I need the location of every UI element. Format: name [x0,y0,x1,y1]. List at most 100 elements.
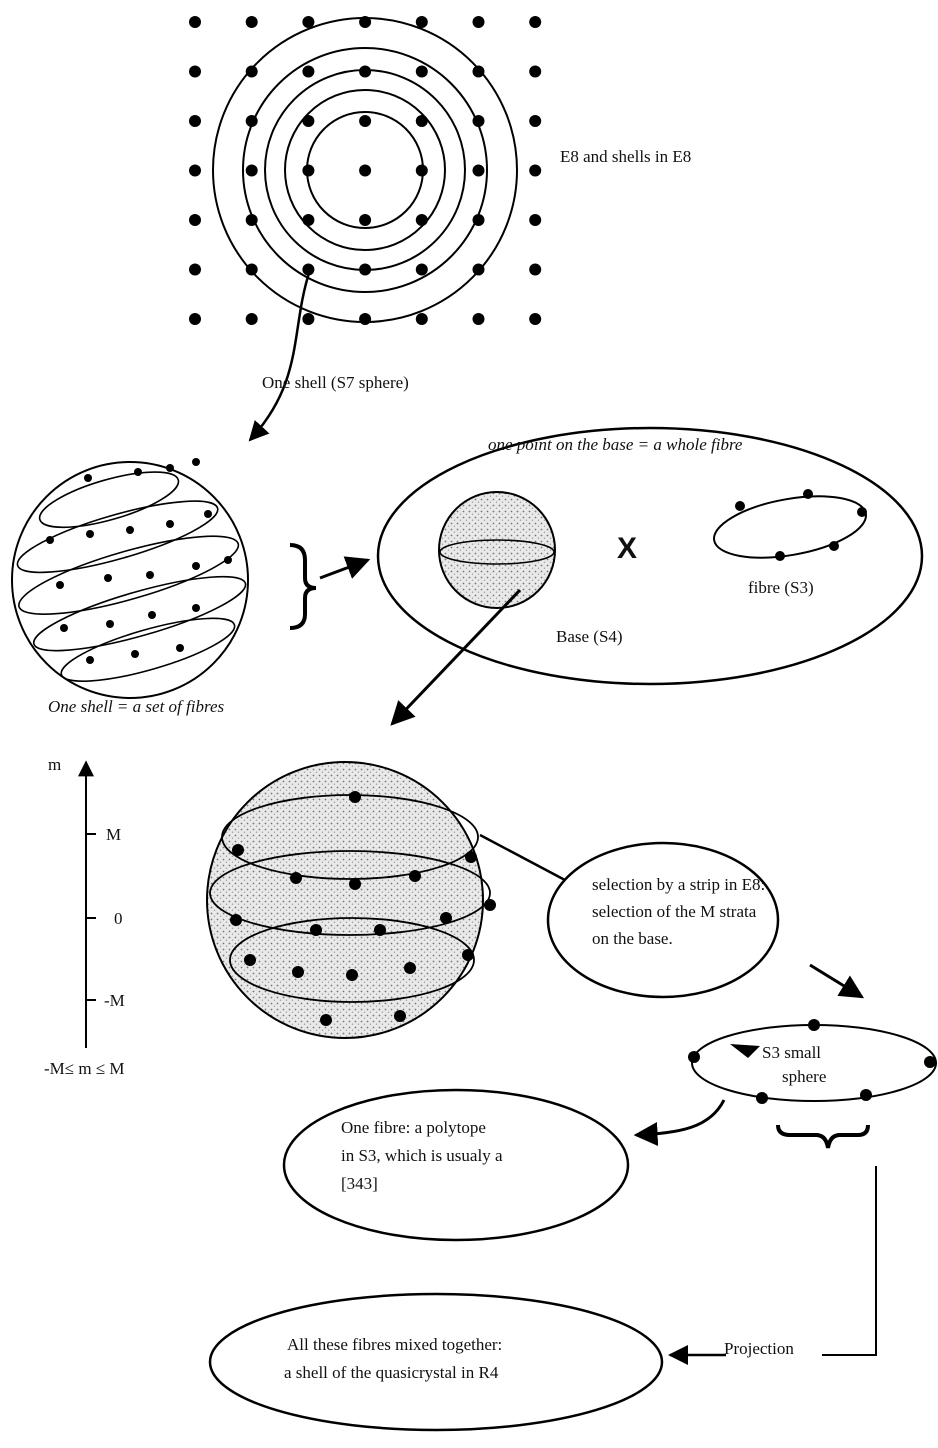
stratum-point [484,899,496,911]
s3-point [808,1019,820,1031]
s7-fibre-2 [16,500,219,574]
s7-point [192,458,200,466]
s7-point [104,574,112,582]
shell-1 [306,111,424,229]
fibration-ellipse [376,426,924,686]
selection-connector [479,833,581,890]
s7-point [166,464,174,472]
base-strata-sphere [206,761,496,1039]
stratum-point [292,966,304,978]
lattice-point [359,214,372,226]
base-s4-sphere [438,491,556,609]
axis-M-tick: M [106,825,121,844]
stratum-point [465,851,477,863]
stratum-point [244,954,256,966]
e8-shells [212,17,518,323]
lattice-point [245,164,258,177]
s7-point [176,644,184,652]
axis-zero-tick: 0 [114,909,123,928]
s3-point [688,1051,700,1063]
projection-line [822,1166,877,1356]
stratum-point [440,912,452,924]
base-s4-label: Base (S4) [556,627,623,646]
lattice-point [415,313,428,325]
s7-point [84,474,92,482]
lattice-point [302,16,315,28]
polytope-bubble [282,1088,630,1242]
lattice-point [359,164,372,177]
lattice-point [529,16,542,28]
projection-label: Projection [724,1339,794,1358]
lattice-point [302,263,315,276]
axis-range-label: -M≤ m ≤ M [44,1059,125,1078]
lattice-point [189,16,201,28]
polytope-text-3: [343] [341,1174,378,1193]
e8-lattice [189,16,542,325]
stratum-point [290,872,302,884]
lattice-point [472,313,485,325]
s7-point [134,468,142,476]
lattice-point [302,65,315,78]
fibre-point [829,541,839,551]
lattice-point [245,16,258,28]
lattice-point [529,214,542,226]
stratum-point [409,870,421,882]
s7-point [46,536,54,544]
lattice-point [472,164,485,177]
polytope-text-2: in S3, which is usualy a [341,1146,503,1165]
lattice-dots [189,16,542,325]
lattice-point [189,214,201,226]
base-to-strata-arrow [390,588,522,726]
s3-point [860,1089,872,1101]
axis-m-label: m [48,755,61,774]
s7-fibre-5 [60,617,236,682]
fibre-point [857,507,867,517]
s3-point [756,1092,768,1104]
stratum-point [404,962,416,974]
stratum-3 [229,917,475,1003]
lattice-point [302,214,315,226]
s7-point [192,562,200,570]
shell-to-s7-arrow [248,269,312,442]
brace-to-product-arrow [319,556,371,580]
fibre-point [803,489,813,499]
lattice-point [472,16,485,28]
quasicrystal-bubble [208,1292,664,1432]
e8-caption: E8 and shells in E8 [560,147,691,166]
s3-small-sphere [688,1019,937,1104]
shell-3 [264,69,466,271]
selection-text-2: selection of the M strata [592,902,757,921]
s7-point [86,656,94,664]
fibre-point [735,501,745,511]
lattice-point [245,313,258,325]
stratum-point [394,1010,406,1022]
lattice-point [189,115,201,127]
selection-text-1: selection by a strip in E8: [592,875,765,894]
s7-point [146,571,154,579]
stratum-point [374,924,386,936]
one-shell-s7-label: One shell (S7 sphere) [262,373,409,392]
polytope-text-1: One fibre: a polytope [341,1118,486,1137]
s3-to-polytope-arrow [633,1099,726,1147]
lattice-point [189,313,201,325]
s3-small-text-2: sphere [782,1067,826,1086]
lattice-point [472,65,485,78]
stratum-point [462,949,474,961]
cross-symbol: X [617,532,637,565]
s7-point [131,650,139,658]
s7-sphere [11,458,249,699]
lattice-point [529,115,542,127]
lattice-point [415,263,428,276]
lattice-point [415,65,428,78]
s7-fibre-4 [32,575,247,652]
s7-point [60,624,68,632]
s7-fibre-3 [18,535,240,615]
lattice-point [529,65,542,78]
stratum-2 [209,850,491,936]
shell-4 [242,47,488,293]
selection-text-3: on the base. [592,929,673,948]
lattice-point [189,65,201,78]
stratum-point [320,1014,332,1026]
lattice-point [189,263,201,276]
